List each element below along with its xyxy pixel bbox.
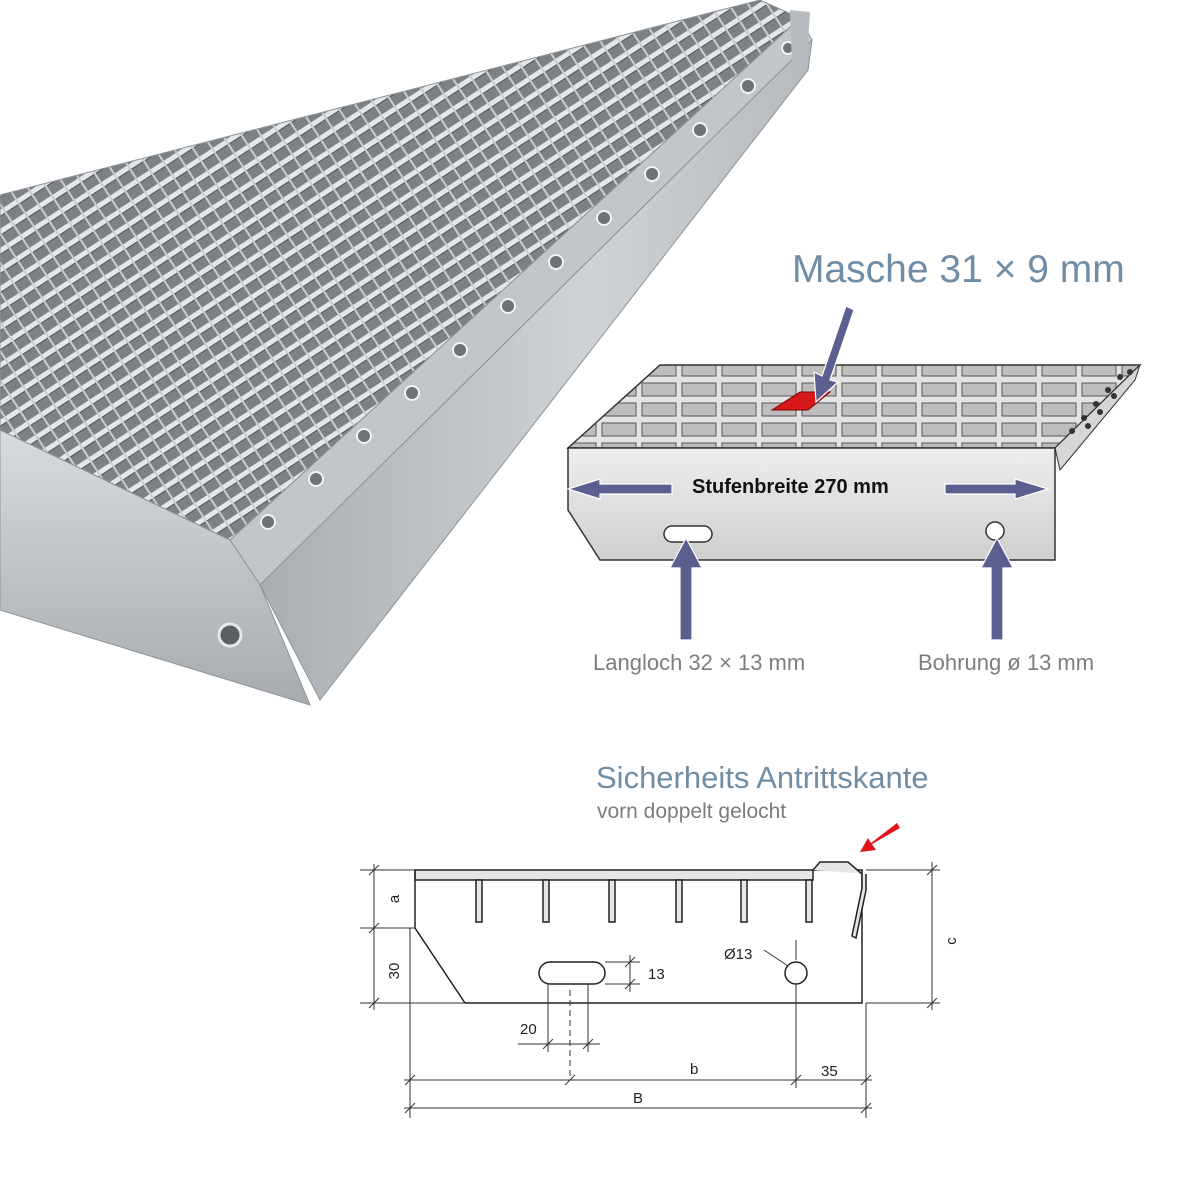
dim-a: a <box>386 894 403 903</box>
step-width-arrows <box>565 478 1051 500</box>
safety-edge-subtitle: vorn doppelt gelocht <box>597 800 787 823</box>
bore-arrow <box>980 536 1014 641</box>
photo-bore-hole <box>217 622 243 648</box>
nosing-detail <box>812 861 867 940</box>
safety-edge-title: Sicherheits Antrittskante <box>596 760 929 795</box>
mesh-label: Masche 31 × 9 mm <box>792 248 1125 291</box>
closeup-nosing <box>1054 364 1141 472</box>
dim-20: 20 <box>520 1021 537 1038</box>
red-arrow <box>860 823 900 852</box>
dim-dia13: Ø13 <box>724 946 752 963</box>
drawing-bore <box>784 961 808 985</box>
mesh-arrow <box>813 305 855 404</box>
drawing-slot <box>538 961 606 985</box>
bearing-bars <box>475 879 813 923</box>
closeup-bore <box>985 521 1005 541</box>
dim-c: c <box>943 937 960 945</box>
dim-30: 30 <box>386 963 403 980</box>
dim-B: B <box>633 1090 643 1107</box>
bore-label: Bohrung ø 13 mm <box>918 650 1095 675</box>
slot-label: Langloch 32 × 13 mm <box>593 650 806 675</box>
slot-arrow <box>669 536 703 641</box>
dim-35: 35 <box>821 1063 838 1080</box>
dim-b: b <box>690 1061 698 1078</box>
bracket-plate <box>259 38 813 701</box>
step-width-label: Stufenbreite 270 mm <box>692 476 889 498</box>
dim-13: 13 <box>648 966 665 983</box>
